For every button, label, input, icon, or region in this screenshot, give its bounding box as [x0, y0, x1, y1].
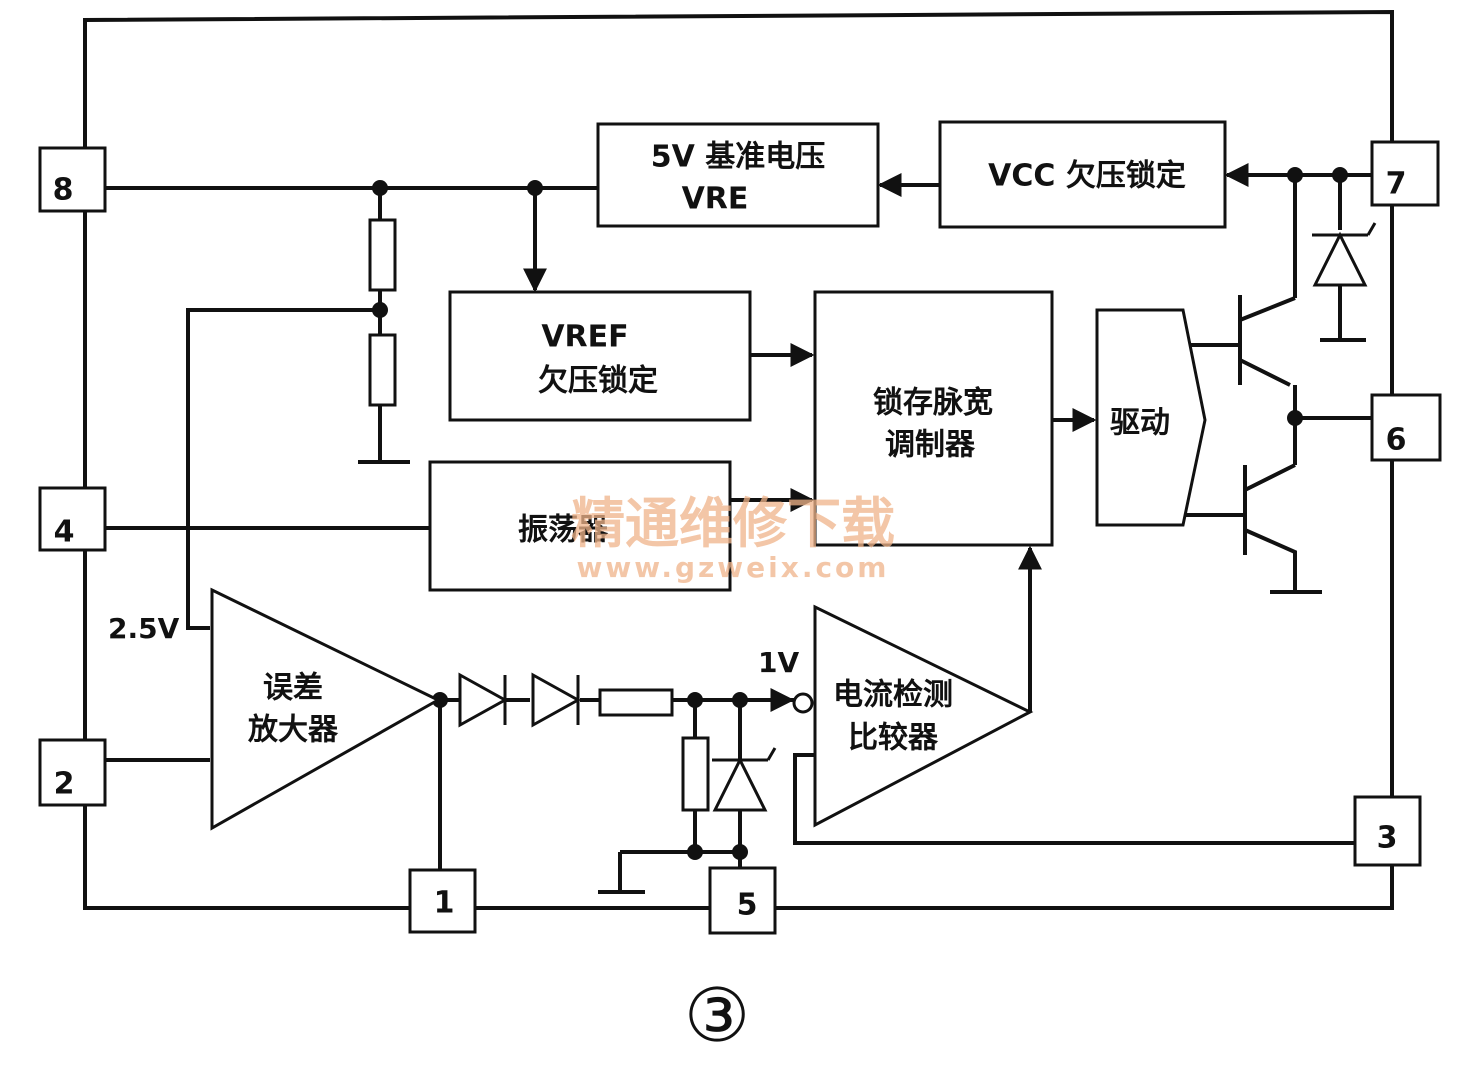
- block-5v-reference-line1: 5V 基准电压: [651, 140, 826, 175]
- junction-dot: [687, 692, 703, 708]
- wire-ea-out: [438, 698, 460, 870]
- block-vref-uvlo-line2: 欠压锁定: [538, 364, 658, 399]
- pin-1-label: 1: [434, 886, 455, 921]
- block-pwm-latch-line1: 锁存脉宽: [873, 386, 993, 421]
- chip-outline: [83, 9, 1394, 910]
- block-oscillator-label: 振荡器: [518, 513, 609, 548]
- current-sense-comparator-line2: 比较器: [848, 721, 939, 756]
- block-5v-reference-line2: VRE: [682, 182, 749, 217]
- watermark-line2: www.gzweix.com: [577, 551, 890, 584]
- pin-7: [1370, 140, 1440, 207]
- pin-8-label: 8: [53, 173, 74, 208]
- error-amplifier: [210, 587, 442, 831]
- pin-4: [38, 486, 107, 552]
- pin-3-label: 3: [1377, 821, 1398, 856]
- block-5v-reference: [596, 122, 880, 228]
- block-vcc-uvlo-label: VCC 欠压锁定: [988, 159, 1186, 194]
- block-vcc-uvlo: [938, 120, 1227, 229]
- block-driver: [1095, 308, 1207, 527]
- label-1v: 1V: [758, 646, 799, 679]
- block-oscillator: [428, 460, 732, 592]
- resistor-clamp: [681, 736, 710, 812]
- zener-vcc: [1312, 222, 1377, 287]
- block-pwm-latch: [813, 290, 1054, 547]
- wire-pin7-zener: [1320, 175, 1366, 342]
- figure-number: ③: [684, 973, 750, 1059]
- pin-1: [408, 868, 477, 934]
- junction-dot: [372, 302, 388, 318]
- current-sense-comparator: [813, 604, 1034, 828]
- current-sense-comparator-line1: 电流检测: [833, 678, 953, 713]
- block-vref-uvlo: [448, 290, 752, 422]
- inverting-input-bubble: [792, 692, 814, 714]
- pin-5: [708, 866, 777, 935]
- junction-dot: [1332, 167, 1348, 183]
- junction-dot: [1287, 167, 1303, 183]
- watermark-line1: 精通维修下载: [571, 492, 895, 555]
- junction-dot: [527, 180, 543, 196]
- pin-8: [38, 146, 107, 213]
- resistor-upper: [368, 218, 397, 292]
- diode-1: [458, 672, 509, 728]
- pin-5-label: 5: [737, 888, 758, 923]
- block-vref-uvlo-line1: VREF: [541, 320, 628, 355]
- diode-2: [531, 672, 582, 728]
- wire-pin3: [793, 753, 1355, 845]
- resistor-series: [598, 688, 674, 717]
- block-pwm-latch-line2: 调制器: [885, 428, 976, 463]
- block-driver-label: 驱动: [1110, 406, 1170, 441]
- wire-lower-transistor: [1243, 463, 1322, 594]
- label-2-5v: 2.5V: [108, 612, 180, 645]
- junction-dot: [732, 692, 748, 708]
- pin-4-label: 4: [54, 515, 75, 550]
- wire-upper-transistor: [1238, 295, 1296, 387]
- wire-clamp: [598, 700, 742, 894]
- pin-2: [38, 738, 107, 807]
- error-amplifier-line1: 误差: [263, 671, 323, 706]
- junction-dot: [687, 844, 703, 860]
- pin-2-label: 2: [54, 767, 75, 802]
- zener-clamp: [712, 747, 777, 812]
- junction-dot: [372, 180, 388, 196]
- junction-dot: [1287, 410, 1303, 426]
- pin-6: [1370, 393, 1442, 462]
- wire-output-node: [1293, 385, 1372, 465]
- error-amplifier-line2: 放大器: [247, 713, 339, 748]
- pin-7-label: 7: [1386, 167, 1407, 202]
- pin-3: [1353, 795, 1422, 867]
- resistor-lower: [368, 333, 397, 407]
- pin-6-label: 6: [1386, 423, 1407, 458]
- wire-2v5-ref: [186, 308, 380, 630]
- junction-dot: [732, 844, 748, 860]
